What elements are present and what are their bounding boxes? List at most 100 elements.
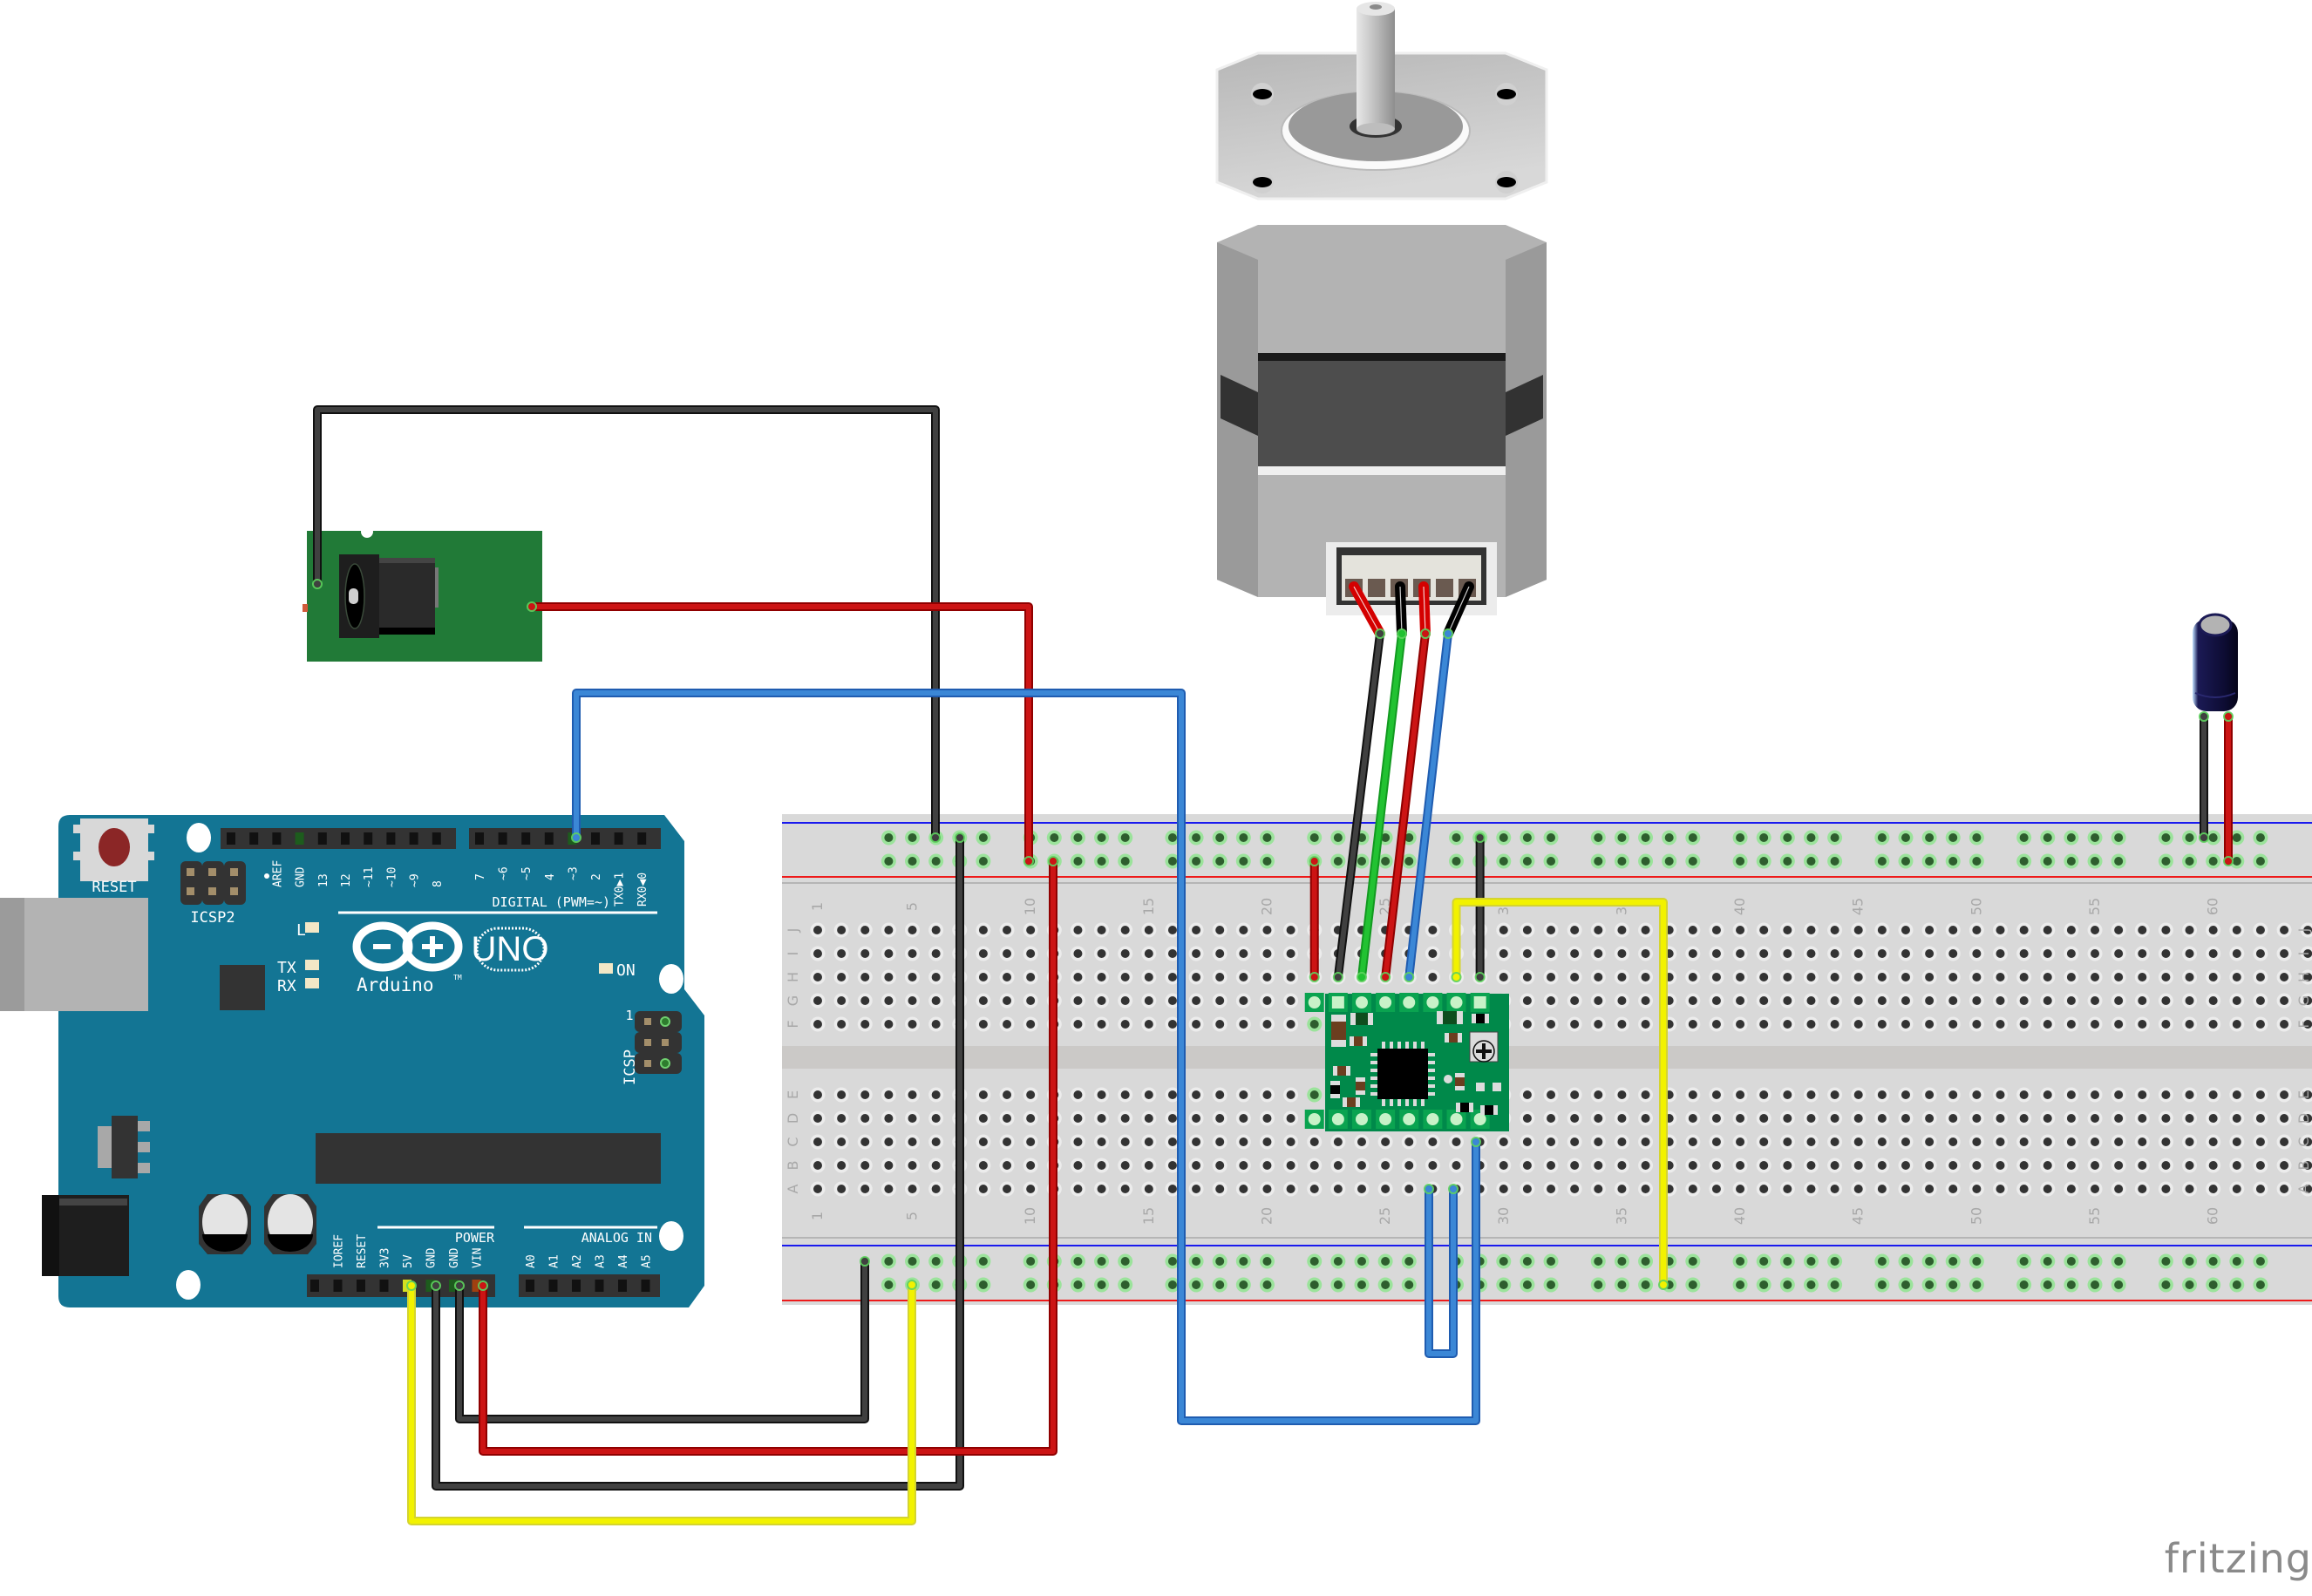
breadboard-hole[interactable] (1499, 1161, 1508, 1170)
breadboard-hole[interactable] (1759, 949, 1768, 958)
header-socket[interactable] (618, 1280, 627, 1292)
header-socket[interactable] (591, 832, 600, 845)
breadboard-hole[interactable] (1642, 1114, 1650, 1123)
breadboard-hole[interactable] (2114, 1020, 2123, 1029)
breadboard-hole[interactable] (2233, 1090, 2241, 1099)
breadboard-hole[interactable] (908, 857, 917, 866)
breadboard-hole[interactable] (1239, 857, 1248, 866)
breadboard-hole[interactable] (2280, 926, 2288, 934)
breadboard-hole[interactable] (1617, 973, 1626, 981)
wire-endpoint[interactable] (2200, 833, 2208, 842)
breadboard-hole[interactable] (2280, 1185, 2288, 1193)
breadboard-hole[interactable] (1003, 1161, 1011, 1170)
breadboard-hole[interactable] (2256, 949, 2265, 958)
breadboard-hole[interactable] (1806, 1114, 1815, 1123)
breadboard-hole[interactable] (2161, 1020, 2170, 1029)
breadboard-hole[interactable] (2209, 973, 2218, 981)
breadboard-hole[interactable] (1617, 1090, 1626, 1099)
breadboard-hole[interactable] (1996, 1138, 2005, 1146)
breadboard-hole[interactable] (2067, 1185, 2076, 1193)
wire-endpoint[interactable] (2200, 712, 2208, 721)
breadboard-hole[interactable] (813, 1161, 822, 1170)
breadboard-hole[interactable] (1239, 1138, 1248, 1146)
breadboard-hole[interactable] (2020, 1161, 2029, 1170)
breadboard-hole[interactable] (1854, 996, 1863, 1005)
breadboard-hole[interactable] (1854, 926, 1863, 934)
wire-endpoint[interactable] (1404, 973, 1413, 981)
driver-pin[interactable] (1426, 1113, 1438, 1125)
breadboard-hole[interactable] (1570, 1020, 1579, 1029)
breadboard-hole[interactable] (1736, 973, 1744, 981)
breadboard-hole[interactable] (1996, 1185, 2005, 1193)
breadboard-hole[interactable] (1806, 1280, 1815, 1289)
breadboard-hole[interactable] (1026, 1161, 1035, 1170)
breadboard-hole[interactable] (1831, 1138, 1839, 1146)
breadboard-hole[interactable] (1523, 1138, 1532, 1146)
breadboard-hole[interactable] (1972, 1020, 1981, 1029)
breadboard-hole[interactable] (813, 973, 822, 981)
breadboard-hole[interactable] (2114, 1280, 2123, 1289)
breadboard-hole[interactable] (1050, 833, 1058, 842)
breadboard-hole[interactable] (2280, 1020, 2288, 1029)
breadboard-hole[interactable] (1428, 949, 1437, 958)
breadboard-hole[interactable] (1262, 1114, 1271, 1123)
breadboard-hole[interactable] (1996, 949, 2005, 958)
breadboard-hole[interactable] (2043, 1257, 2052, 1266)
breadboard-hole[interactable] (1381, 1280, 1390, 1289)
breadboard-hole[interactable] (1192, 1161, 1200, 1170)
breadboard-hole[interactable] (1547, 1280, 1555, 1289)
breadboard-hole[interactable] (1547, 833, 1555, 842)
breadboard-hole[interactable] (1404, 1185, 1413, 1193)
wire-endpoint[interactable] (407, 1281, 416, 1290)
breadboard-hole[interactable] (1003, 1090, 1011, 1099)
breadboard-hole[interactable] (1996, 1114, 2005, 1123)
breadboard-hole[interactable] (1901, 1185, 1910, 1193)
breadboard-hole[interactable] (1098, 1090, 1106, 1099)
breadboard-hole[interactable] (884, 1185, 893, 1193)
breadboard-hole[interactable] (1594, 949, 1602, 958)
breadboard-hole[interactable] (837, 1090, 846, 1099)
breadboard-hole[interactable] (1523, 1185, 1532, 1193)
breadboard-hole[interactable] (1759, 857, 1768, 866)
breadboard-hole[interactable] (1689, 1280, 1697, 1289)
breadboard-hole[interactable] (1712, 1020, 1721, 1029)
driver-pin[interactable] (1474, 1113, 1486, 1125)
breadboard-hole[interactable] (1948, 1161, 1957, 1170)
breadboard-hole[interactable] (1121, 1185, 1130, 1193)
wire-endpoint[interactable] (1049, 857, 1057, 866)
breadboard-hole[interactable] (1168, 1020, 1177, 1029)
breadboard-hole[interactable] (1287, 926, 1295, 934)
breadboard-hole[interactable] (1783, 1114, 1792, 1123)
breadboard-hole[interactable] (2067, 833, 2076, 842)
breadboard-hole[interactable] (2114, 1138, 2123, 1146)
breadboard-hole[interactable] (1026, 1090, 1035, 1099)
wire-endpoint[interactable] (1476, 833, 1485, 842)
breadboard-hole[interactable] (1098, 1114, 1106, 1123)
breadboard-hole[interactable] (1239, 1280, 1248, 1289)
breadboard-hole[interactable] (2186, 973, 2194, 981)
header-socket[interactable] (334, 1280, 343, 1292)
breadboard-hole[interactable] (1357, 1161, 1366, 1170)
breadboard-hole[interactable] (2067, 996, 2076, 1005)
breadboard-hole[interactable] (1901, 1020, 1910, 1029)
breadboard-hole[interactable] (1073, 1114, 1082, 1123)
breadboard-hole[interactable] (1570, 1114, 1579, 1123)
breadboard-hole[interactable] (1262, 1138, 1271, 1146)
breadboard-hole[interactable] (1878, 857, 1887, 866)
breadboard-hole[interactable] (884, 857, 893, 866)
breadboard-hole[interactable] (1145, 1114, 1153, 1123)
breadboard-hole[interactable] (1689, 996, 1697, 1005)
breadboard-hole[interactable] (2280, 1114, 2288, 1123)
wire-endpoint[interactable] (2224, 712, 2233, 721)
breadboard-hole[interactable] (1121, 949, 1130, 958)
breadboard-hole[interactable] (1287, 1090, 1295, 1099)
breadboard-hole[interactable] (1878, 1161, 1887, 1170)
breadboard-hole[interactable] (2020, 857, 2029, 866)
breadboard-hole[interactable] (979, 949, 988, 958)
breadboard-hole[interactable] (1948, 1020, 1957, 1029)
breadboard-hole[interactable] (2114, 857, 2123, 866)
breadboard-hole[interactable] (2209, 833, 2218, 842)
breadboard-hole[interactable] (1523, 1090, 1532, 1099)
header-socket[interactable] (615, 832, 623, 845)
wire-endpoint[interactable] (313, 580, 322, 588)
